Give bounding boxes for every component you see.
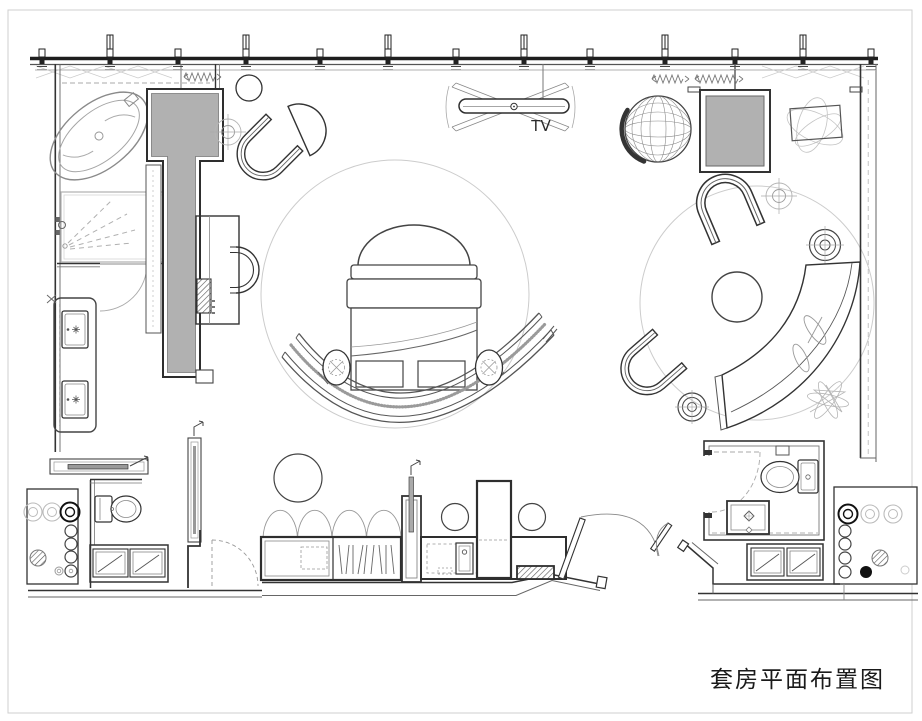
pocket-sliding-door [49, 455, 149, 475]
tv-label: TV [530, 117, 551, 135]
drawer-cabinet [746, 543, 824, 581]
tall-column-cabinet [475, 479, 513, 580]
curtain-zigzags [183, 71, 744, 85]
bedside-oval-table [474, 349, 505, 386]
bar-stool [440, 502, 470, 532]
minibar-hatch [196, 278, 212, 314]
foot-cushion [417, 360, 466, 388]
lounge-armchair [225, 74, 327, 192]
round-side-table [806, 226, 844, 264]
sink [61, 310, 89, 349]
lounge-area-rug [639, 185, 875, 421]
lounge-armchair [687, 164, 766, 246]
plant-scribble [807, 381, 849, 419]
swivel-tv-stand: TV [445, 82, 576, 135]
bedroom-area-rug [260, 159, 530, 429]
drawer-cabinet [89, 544, 169, 583]
shower-spray-icon [67, 199, 136, 250]
bar-stool [517, 502, 547, 532]
guest-toilet [760, 459, 819, 494]
foot-cushion [355, 360, 404, 388]
water-closet-toilet [94, 495, 142, 523]
double-vanity [46, 294, 97, 433]
floor-mat [516, 565, 555, 580]
bar-cabinet [259, 535, 403, 582]
partition-post [401, 459, 422, 583]
writing-desk [195, 215, 240, 325]
coffee-table [711, 271, 763, 323]
leaf-decor [792, 315, 827, 373]
wc-walls [89, 478, 259, 588]
entry-double-door [557, 513, 690, 590]
bed-canopy-headboard [357, 224, 471, 267]
half-round-ottoman [287, 103, 327, 157]
drawing-frame [7, 9, 913, 714]
bedside-oval-table [317, 349, 351, 386]
pendant-dome-chair [619, 95, 692, 164]
plan-caption: 套房平面布置图 [710, 667, 885, 693]
pocket-sliding-door [187, 420, 204, 543]
desk-chair [230, 246, 260, 294]
king-bed [346, 224, 482, 391]
corridor-wall [28, 542, 918, 601]
crosshair-light [210, 114, 246, 150]
wall-artwork [786, 97, 844, 153]
decor-wall-panel [833, 486, 918, 585]
plant-circle [273, 453, 323, 503]
pillow-band [346, 278, 482, 309]
decor-wall-panel [23, 488, 81, 585]
round-side-table [675, 390, 709, 424]
book-rack [338, 544, 395, 575]
lounge-armchair [609, 328, 688, 407]
bathtub [49, 91, 149, 181]
shelf-niche [145, 164, 162, 334]
shower-door [99, 263, 148, 312]
sink [61, 380, 89, 419]
scalloped-cabinet-doors [262, 509, 402, 539]
built-in-gray-cabinet [699, 89, 771, 173]
guest-vanity [726, 500, 770, 535]
guest-bathroom [701, 440, 825, 541]
crosshair-light [761, 178, 797, 214]
wardrobe-closet [145, 88, 224, 384]
curved-sofa [714, 261, 861, 431]
round-side-table [235, 74, 263, 102]
